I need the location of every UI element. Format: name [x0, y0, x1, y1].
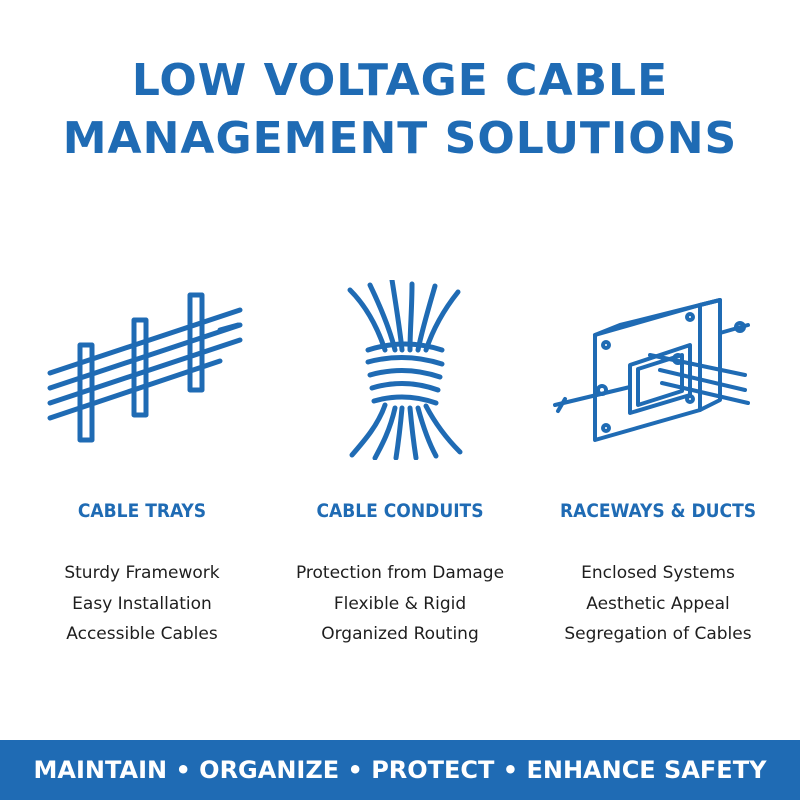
cable-trays-heading: CABLE TRAYS — [77, 500, 207, 522]
raceways-ducts-features: Enclosed Systems Aesthetic Appeal Segreg… — [528, 558, 788, 650]
feature-item: Protection from Damage — [295, 563, 505, 583]
junction-box-icon — [553, 298, 750, 442]
title-line-1: LOW VOLTAGE CABLE — [131, 55, 669, 106]
feature-item: Accessible Cables — [66, 624, 218, 644]
page-title: LOW VOLTAGE CABLE MANAGEMENT SOLUTIONS — [0, 52, 800, 168]
cable-bundle-icon — [347, 280, 463, 460]
feature-item: Organized Routing — [321, 624, 479, 644]
feature-item: Segregation of Cables — [564, 624, 752, 644]
cable-conduits-features: Protection from Damage Flexible & Rigid … — [270, 558, 530, 650]
cable-trays-features: Sturdy Framework Easy Installation Acces… — [12, 558, 272, 650]
feature-item: Easy Installation — [72, 593, 212, 614]
title-line-2: MANAGEMENT SOLUTIONS — [62, 113, 738, 164]
cable-conduits-heading: CABLE CONDUITS — [316, 500, 484, 522]
raceways-ducts-heading: RACEWAYS & DUCTS — [559, 500, 757, 522]
feature-item: Enclosed Systems — [581, 563, 735, 583]
feature-item: Aesthetic Appeal — [586, 593, 730, 614]
feature-item: Flexible & Rigid — [333, 593, 467, 614]
cable-tray-icon — [47, 292, 243, 443]
feature-item: Sturdy Framework — [64, 563, 220, 583]
bottom-banner: MAINTAIN • ORGANIZE • PROTECT • ENHANCE … — [0, 740, 800, 800]
